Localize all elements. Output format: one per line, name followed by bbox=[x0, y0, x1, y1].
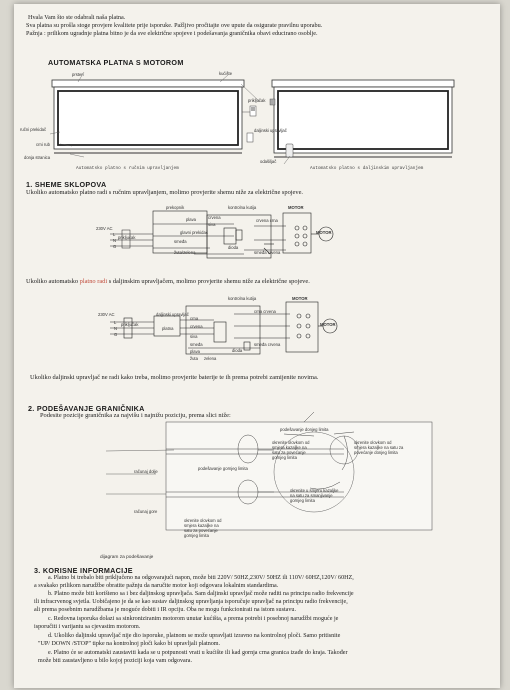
d1-label-smeda: smeđa bbox=[174, 239, 187, 244]
section-title-wiring: 1. SHEME SKLOPOVA bbox=[26, 180, 107, 189]
wiring-diagram-manual bbox=[110, 210, 334, 259]
d2-label-prikljucak: priključak bbox=[121, 322, 139, 327]
d2-label-motor-header: MOTOR bbox=[292, 296, 308, 301]
wiring-diagram-remote bbox=[110, 301, 338, 355]
d2-label-crvena: crvena bbox=[190, 324, 203, 329]
info-line-10: e. Platno će se automatski zaustaviti ka… bbox=[48, 650, 348, 656]
d1-label-kontrolna: kontrolna kutija bbox=[228, 205, 257, 210]
label-prikljucak: priključak bbox=[248, 98, 266, 103]
info-line-2: a svakako prilikom narudžbe obratite paž… bbox=[34, 583, 279, 589]
info-line-3: b. Platno može biti korišteno sa i bez d… bbox=[48, 591, 354, 597]
d1-label-plava: plava bbox=[186, 217, 197, 222]
d2-label-G: G bbox=[114, 332, 118, 337]
label-donja-stranica: donja stranica bbox=[24, 155, 51, 160]
info-line-4: ili infracrvenog svjetla. Uobičajeno je … bbox=[34, 599, 348, 605]
intro-line-2: Sva platna su prošla stoge provjere kval… bbox=[26, 22, 323, 29]
screen-illustrations bbox=[49, 71, 455, 531]
limit-adjust-drawing bbox=[105, 411, 433, 531]
d1-label-smeda-crvena: smeđa crvena bbox=[254, 250, 281, 255]
d2-label-L: L bbox=[114, 320, 117, 325]
d2-label-smeda: smeđa bbox=[190, 342, 203, 347]
d2-label-zelena: zelena bbox=[204, 356, 217, 361]
d2-label-motor: MOTOR bbox=[320, 322, 336, 327]
d1-label-prekopnik: prekopnik bbox=[166, 205, 185, 210]
d1-label-crvena-crna: crvena crna bbox=[256, 218, 278, 223]
limits-text: Podesite pozicije graničnika za najvišu … bbox=[40, 412, 231, 419]
label-prsten: prsten bbox=[72, 72, 84, 77]
d1-label-siva: siva bbox=[208, 222, 216, 227]
info-line-5: ali prema posebnim narudžbama je moguće … bbox=[34, 607, 296, 613]
intro-line-1: Hvala Vam što ste odabrali naša platna. bbox=[28, 14, 126, 21]
d2-label-dioda: dioda bbox=[232, 348, 243, 353]
d1-label-motor-header: MOTOR bbox=[288, 205, 304, 210]
d2-label-crna: crna bbox=[190, 316, 199, 321]
label-rucni-prekidac: ručni prekidač bbox=[20, 127, 47, 132]
section-title-limits: 2. PODEŠAVANJE GRANIČNIKA bbox=[28, 404, 145, 413]
section-title-info: 3. KORISNE INFORMACIJE bbox=[34, 566, 133, 575]
d1-label-crvena: crvena bbox=[208, 215, 221, 220]
limit-label-upper: podešavanje gornjeg limita bbox=[198, 466, 248, 471]
d2-label-platna: platna bbox=[162, 326, 174, 331]
limit-label-racunaj-dolje: računaj dolje bbox=[134, 469, 158, 474]
wiring-text-remote: Ukoliko automatsko platno radi s daljins… bbox=[26, 278, 310, 285]
label-odasiljac: odašiljač bbox=[260, 159, 277, 164]
info-line-11: može biti zaustavljeno u bilo kojoj pozi… bbox=[38, 658, 192, 664]
d1-label-dioda: dioda bbox=[228, 245, 239, 250]
info-line-8: d. Ukoliko daljinski upravljač nije dio … bbox=[48, 633, 341, 639]
d2-label-zuta: žuta bbox=[190, 356, 198, 361]
d2-label-230v: 230V AC bbox=[98, 312, 115, 317]
d2-label-kontrolna: kontrolna kutija bbox=[228, 296, 257, 301]
caption-manual-screen: Automatsko platno s ručnim upravljanjem bbox=[76, 166, 179, 171]
d2-label-siva: siva bbox=[190, 334, 198, 339]
remote-battery-note: Ukoliko daljinski upravljač ne radi kako… bbox=[30, 374, 319, 381]
d2-label-daljinski: daljinski upravljač bbox=[156, 312, 189, 317]
wiring-text-manual: Ukoliko automatsko platno radi s ručnim … bbox=[26, 189, 304, 196]
d1-label-G: G bbox=[113, 244, 117, 249]
label-kuciste: kućište bbox=[219, 71, 233, 76]
info-line-9: "UP/ DOWN /STOP" tipke na kontrolnoj plo… bbox=[38, 641, 221, 647]
d2-label-plava: plava bbox=[190, 349, 201, 354]
d2-label-N: N bbox=[114, 326, 118, 331]
d2-label-crna-crvena: crna crvena bbox=[254, 309, 276, 314]
intro-line-3: Pažnja : prilikom ugradnje platna bitno … bbox=[26, 30, 318, 37]
info-line-6: c. Redovna isporuka dolazi sa sinkronizi… bbox=[48, 616, 339, 622]
d1-label-N: N bbox=[113, 238, 117, 243]
d1-label-motor: MOTOR bbox=[316, 230, 332, 235]
label-daljinski-upravljac: daljinski upravljač bbox=[254, 128, 287, 133]
d1-label-zuta: žuta/zelena bbox=[174, 250, 196, 255]
d2-label-smeda-crvena: smeđa crvena bbox=[254, 342, 281, 347]
d1-label-prikljucak: priključak bbox=[118, 235, 136, 240]
d1-label-230v: 230V AC bbox=[96, 226, 113, 231]
limit-label-racunaj-gore: računaj gore bbox=[134, 509, 158, 514]
caption-remote-screen: Automatsko platno s daljinskim upravljan… bbox=[310, 166, 424, 171]
d1-label-L: L bbox=[113, 232, 116, 237]
section-title-motor-screens: AUTOMATSKA PLATNA S MOTOROM bbox=[48, 58, 184, 67]
limit-label-diagram: dijagram za podešavanje bbox=[100, 555, 154, 560]
info-line-7: isporučiti i varijantu sa cjevastim moto… bbox=[34, 624, 141, 630]
label-crni-rub: crni rub bbox=[36, 142, 50, 147]
d1-label-glavni: glavni prekidač bbox=[180, 230, 208, 235]
manual-page: Hvala Vam što ste odabrali naša platna. … bbox=[14, 4, 500, 688]
info-line-1: a. Platno bi trebalo biti priključeno na… bbox=[48, 575, 354, 581]
limit-label-top: podešavanje donjeg limita bbox=[280, 427, 329, 432]
